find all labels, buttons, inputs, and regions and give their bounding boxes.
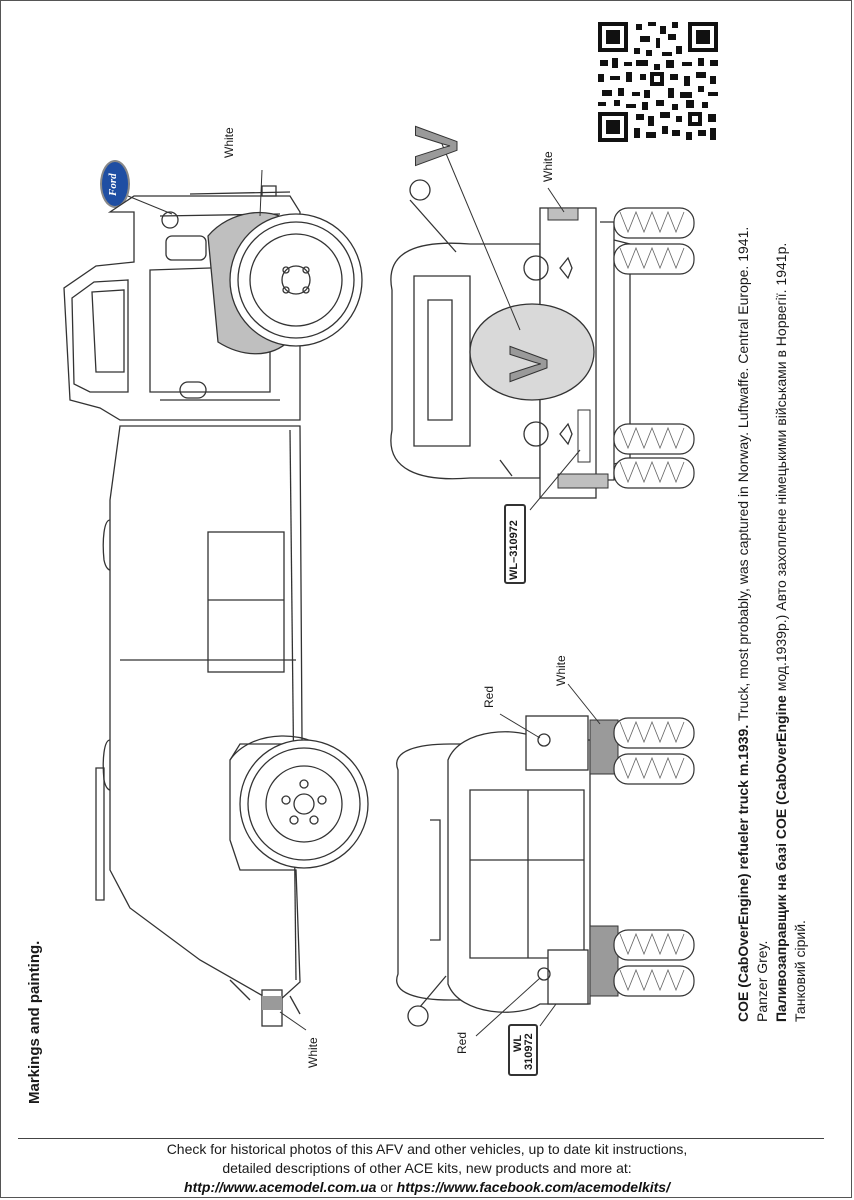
footer-line1: Check for historical photos of this AFV …	[166, 1141, 688, 1157]
callout-white-rear: White	[554, 655, 568, 686]
callout-red-rear-top: Red	[482, 685, 496, 708]
caption-ukrainian-line2: Танковий сірий.	[792, 920, 808, 1022]
front-license-plate	[504, 504, 526, 584]
ford-emblem	[100, 160, 130, 208]
caption-ukrainian-line1: Паливозаправщик на базі COE (CabOverEngi…	[772, 227, 791, 1022]
rear-license-plate-bottom: 310972	[523, 1033, 535, 1070]
footer: Check for historical photos of this AFV …	[0, 1140, 854, 1197]
rear-license-plate	[508, 1024, 538, 1076]
caption-english-line1: COE (CabOverEngine) refueler truck m.193…	[734, 227, 753, 1022]
callout-red-rear-bottom: Red	[455, 1031, 469, 1054]
caption-english-line2: Panzer Grey.	[754, 940, 770, 1022]
footer-or: or	[376, 1179, 397, 1195]
website-link[interactable]: http://www.acemodel.com.ua	[184, 1179, 377, 1195]
front-license-plate-text: WL–310972	[508, 520, 520, 580]
callout-white-front: White	[541, 151, 555, 182]
facebook-link[interactable]: https://www.facebook.com/acemodelkits/	[396, 1179, 670, 1195]
page-title: Markings and painting.	[26, 940, 43, 1104]
callout-white-side-top: White	[222, 127, 236, 158]
caption-english-title: COE (CabOverEngine) refueler truck m.193…	[735, 724, 751, 1022]
footer-links: http://www.acemodel.com.ua or https://ww…	[0, 1178, 854, 1197]
callout-white-side-bottom: White	[306, 1037, 320, 1068]
footer-line2: detailed descriptions of other ACE kits,…	[222, 1160, 632, 1176]
caption-ukrainian-text: мод.1939р.) Авто захоплене німецькими ві…	[773, 242, 789, 696]
caption-english-text: Truck, most probably, was captured in No…	[735, 226, 751, 725]
footer-divider	[18, 1138, 824, 1139]
qr-code	[596, 20, 720, 144]
caption-ukrainian-title: Паливозаправщик на базі COE (CabOverEngi…	[773, 695, 789, 1022]
caption-block: COE (CabOverEngine) refueler truck m.193…	[734, 227, 810, 1022]
